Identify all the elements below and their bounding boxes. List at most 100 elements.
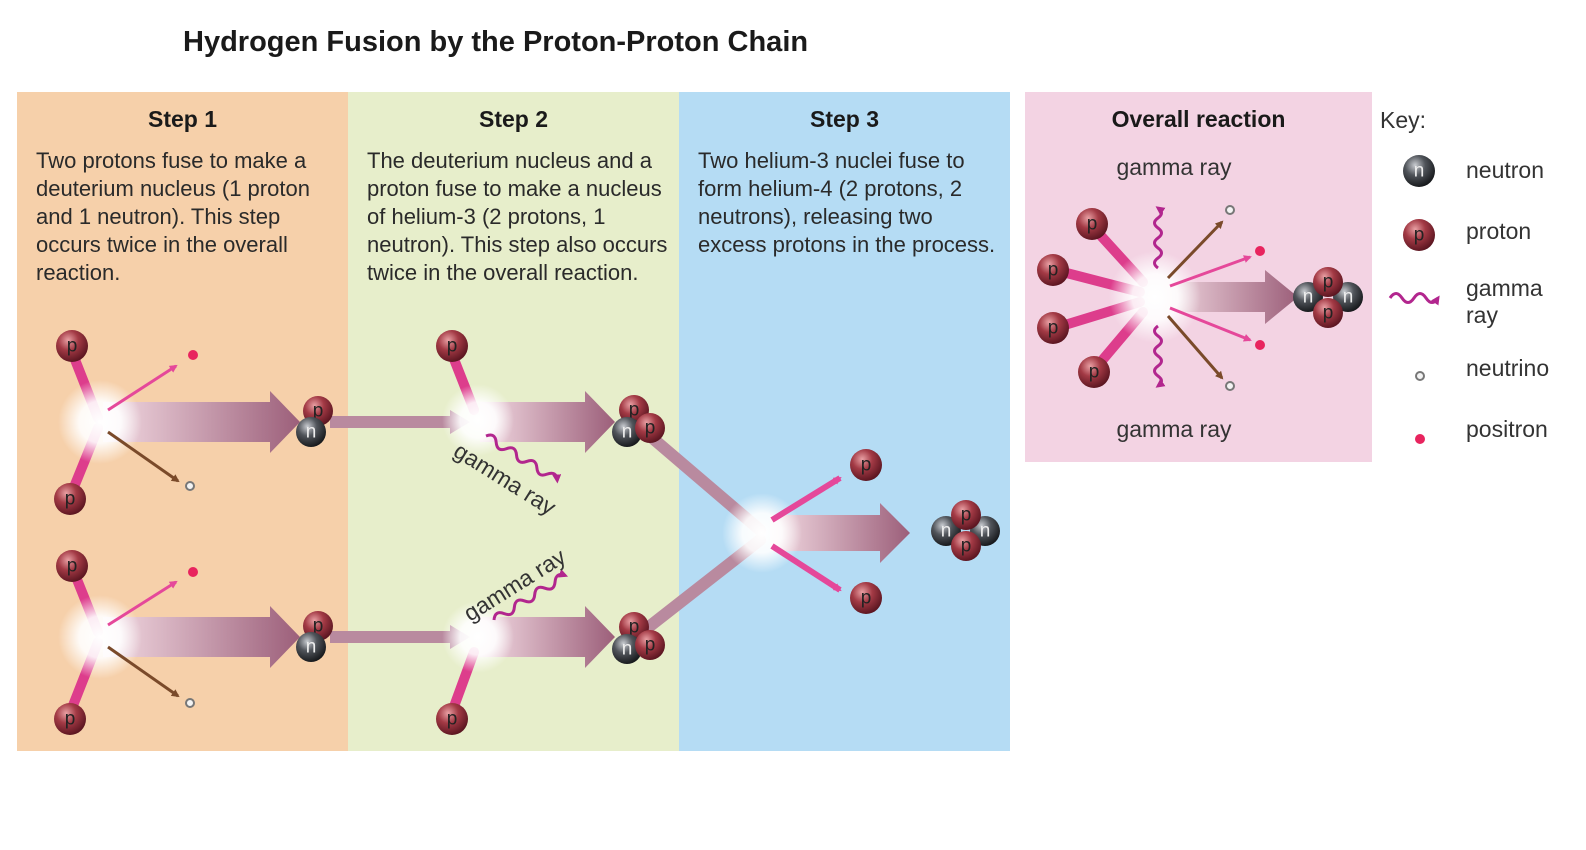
neutron-icon: n xyxy=(296,417,326,447)
svg-text:p: p xyxy=(447,709,458,730)
svg-text:p: p xyxy=(1323,272,1334,293)
product-arrow xyxy=(480,606,615,668)
positron-icon xyxy=(188,350,198,360)
svg-text:n: n xyxy=(306,422,317,443)
svg-text:n: n xyxy=(306,637,317,658)
step-2-heading: Step 2 xyxy=(478,106,549,132)
key-icons: n p xyxy=(1388,155,1440,444)
step-1-reaction-lower xyxy=(58,562,300,713)
svg-text:p: p xyxy=(1414,225,1425,246)
proton-icon: p xyxy=(1403,219,1435,251)
svg-text:p: p xyxy=(67,556,78,577)
svg-text:p: p xyxy=(67,336,78,357)
neutrino-icon xyxy=(185,481,195,491)
key-label-proton: proton xyxy=(1466,218,1532,244)
neutron-icon: n xyxy=(1403,155,1435,187)
helium-4-nucleus: n n p p xyxy=(931,500,1000,561)
proton-icon: p xyxy=(1313,267,1343,297)
svg-text:n: n xyxy=(980,521,991,542)
svg-text:p: p xyxy=(65,709,76,730)
diagram-title: Hydrogen Fusion by the Proton-Proton Cha… xyxy=(183,26,809,58)
proton-icon: p xyxy=(54,483,86,515)
svg-text:p: p xyxy=(1048,260,1059,281)
neutrino-icon xyxy=(1225,205,1235,215)
svg-text:n: n xyxy=(1343,287,1354,308)
neutrino-path xyxy=(1166,315,1224,380)
svg-text:p: p xyxy=(861,455,872,476)
step-3-reaction xyxy=(644,430,910,632)
proton-icon: p xyxy=(850,582,882,614)
svg-text:n: n xyxy=(1414,161,1425,182)
gamma-ray-path xyxy=(492,569,569,621)
step-1-reaction-upper xyxy=(58,347,300,497)
proton-icon: p xyxy=(951,531,981,561)
svg-text:p: p xyxy=(1048,318,1059,339)
proton-icon: p xyxy=(436,330,468,362)
svg-text:n: n xyxy=(1303,287,1314,308)
neutrinos xyxy=(185,205,1235,708)
step-3-panel xyxy=(679,92,1010,751)
fusion-flash xyxy=(1109,251,1201,343)
positron-icon xyxy=(1255,246,1265,256)
svg-text:n: n xyxy=(622,639,633,660)
fusion-flash xyxy=(442,601,514,673)
svg-text:n: n xyxy=(622,422,633,443)
product-arrow xyxy=(103,606,300,668)
step-3-heading: Step 3 xyxy=(809,106,880,132)
neutron-icon: n xyxy=(612,417,642,447)
released-proton-path xyxy=(770,543,842,593)
fusion-flash xyxy=(58,380,142,464)
svg-text:n: n xyxy=(941,521,952,542)
positron-icon xyxy=(1255,340,1265,350)
neutron-icon: n xyxy=(296,632,326,662)
neutrino-path xyxy=(1166,220,1224,280)
step-2-reaction-lower: gamma ray xyxy=(442,543,615,717)
step-1-heading: Step 1 xyxy=(147,106,218,132)
svg-text:p: p xyxy=(313,401,324,422)
protons: p p p p p p p p p p p p xyxy=(54,208,1110,735)
released-proton-path xyxy=(770,475,842,523)
svg-text:p: p xyxy=(961,505,972,526)
overall-reaction-heading: Overall reaction xyxy=(1111,106,1286,132)
gamma-ray-path xyxy=(1153,324,1166,388)
svg-text:p: p xyxy=(961,536,972,557)
overall-reaction-diagram: gamma ray gamma ray xyxy=(1050,154,1298,442)
proton-icon: p xyxy=(1076,208,1108,240)
key-label-gamma-ray: gamma ray xyxy=(1466,275,1543,328)
step-3-description: Two helium-3 nuclei fuse to form helium-… xyxy=(698,148,996,257)
proton-icon: p xyxy=(54,703,86,735)
svg-text:p: p xyxy=(861,588,872,609)
gamma-ray-icon xyxy=(1388,292,1440,306)
step-2-description: The deuterium nucleus and a proton fuse … xyxy=(367,148,668,285)
fusion-flash xyxy=(442,384,514,456)
svg-text:p: p xyxy=(447,336,458,357)
gamma-ray-path xyxy=(485,433,562,484)
step-1-description: Two protons fuse to make a deuterium nuc… xyxy=(36,148,310,285)
svg-text:p: p xyxy=(645,635,656,656)
proton-icon: p xyxy=(1313,298,1343,328)
helium-3-nucleus: p n p xyxy=(612,395,665,447)
proton-icon: p xyxy=(1078,356,1110,388)
proton-icon: p xyxy=(635,413,665,443)
svg-text:p: p xyxy=(629,617,640,638)
positrons xyxy=(188,246,1265,577)
positron-icon xyxy=(1415,434,1425,444)
neutrino-path xyxy=(107,645,180,698)
neutrino-path xyxy=(107,430,180,483)
positron-path xyxy=(1169,306,1252,342)
positron-path xyxy=(1169,255,1252,288)
proton-icon: p xyxy=(1037,312,1069,344)
helium-3-nucleus: p n p xyxy=(612,612,665,664)
fusion-flash xyxy=(58,595,142,679)
svg-text:p: p xyxy=(1089,362,1100,383)
svg-text:p: p xyxy=(65,489,76,510)
gamma-ray-label-top: gamma ray xyxy=(1116,154,1232,180)
neutrino-icon xyxy=(185,698,195,708)
deuterium-transfer-arrow xyxy=(330,410,470,434)
positron-path xyxy=(107,580,178,627)
svg-text:p: p xyxy=(645,418,656,439)
svg-text:p: p xyxy=(629,400,640,421)
product-arrow xyxy=(103,391,300,453)
gamma-ray-label-bottom: gamma ray xyxy=(1116,416,1232,442)
proton-icon: p xyxy=(436,703,468,735)
